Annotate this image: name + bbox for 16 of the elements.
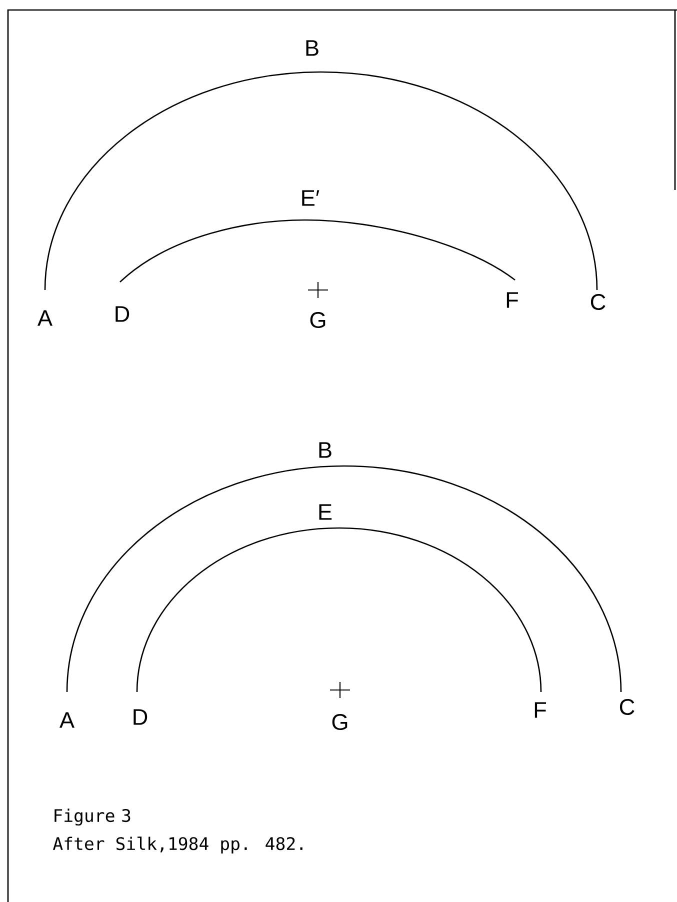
point-label: F [534, 702, 546, 718]
point-label: D [116, 306, 130, 322]
point-label: F [506, 292, 518, 308]
point-label: G [332, 714, 348, 730]
point-label: A [37, 310, 53, 326]
point-label: E′ [302, 190, 320, 206]
point-label: G [310, 312, 326, 328]
point-label: B [306, 40, 318, 56]
caption: After Silk,1984 pp. 482. [52, 836, 302, 854]
caption: Figure 3 [54, 808, 130, 826]
point-label: C [590, 294, 606, 310]
point-label: D [134, 709, 148, 725]
point-label: B [319, 442, 332, 458]
point-label: A [59, 712, 75, 728]
point-label: E [319, 504, 332, 520]
point-label: C [620, 698, 634, 716]
